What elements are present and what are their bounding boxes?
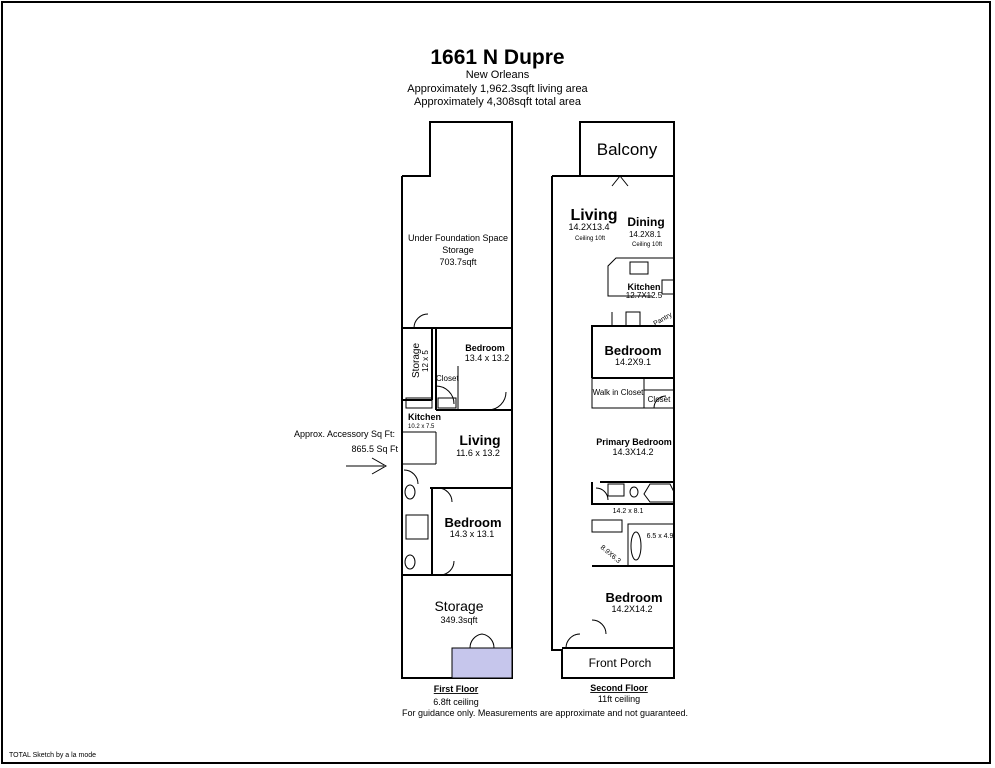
door-swing: [435, 385, 455, 405]
toilet-icon: [404, 484, 416, 500]
living-name: Living: [459, 432, 500, 448]
sf-living-name: Living: [570, 207, 617, 224]
under-foundation-name: Under Foundation Space: [408, 233, 508, 243]
storage-large-area: 349.3sqft: [440, 615, 478, 625]
city-name: New Orleans: [465, 69, 530, 81]
under-foundation-area: 703.7sqft: [439, 257, 477, 267]
door-swing: [413, 313, 429, 329]
primary-bedroom-size: 14.3X14.2: [612, 447, 653, 457]
balcony-door-swing: [611, 175, 629, 187]
closet-label: Closet: [436, 374, 459, 383]
kitchen-counter: [607, 257, 674, 297]
entry-arrow-head: [371, 457, 388, 475]
toilet-icon: [404, 554, 416, 570]
second-floor-plan: [551, 121, 675, 679]
primary-bedroom-name: Primary Bedroom: [596, 437, 672, 447]
closet-door-swing: [653, 395, 667, 409]
kitchen-stove-icon: [405, 397, 433, 409]
front-porch-name: Front Porch: [589, 656, 652, 670]
balcony-name: Balcony: [597, 140, 658, 159]
door-swing: [439, 560, 455, 576]
storage-small-size: 12 x 5: [421, 350, 430, 372]
dining-size: 14.2X8.1: [629, 230, 662, 239]
sf-bedroom-lower-size: 14.2X14.2: [611, 604, 652, 614]
second-floor-outer-wall: [551, 175, 675, 679]
door-swing: [403, 469, 419, 485]
under-foundation-type: Storage: [442, 245, 474, 255]
sf-closet-label: Closet: [648, 395, 671, 404]
total-area-text: Approximately 4,308sqft total area: [414, 96, 581, 108]
first-floor-label: First Floor: [434, 684, 479, 694]
door-swing: [487, 391, 507, 411]
bedroom-upper-size: 13.4 x 13.2: [465, 353, 510, 363]
first-floor-outer-wall: [401, 121, 513, 679]
first-floor-plan: [346, 121, 513, 679]
second-floor-ceiling: 11ft ceiling: [598, 694, 640, 704]
door-swing: [437, 487, 453, 503]
living-area-text: Approximately 1,962.3sqft living area: [407, 83, 588, 95]
shower-icon: [643, 483, 675, 503]
page-title: 1661 N Dupre: [430, 46, 565, 69]
first-floor-ceiling: 6.8ft ceiling: [433, 697, 479, 707]
french-door-icon: [451, 647, 513, 679]
walk-in-closet-outline: [591, 377, 645, 409]
kitchen-sink-icon: [629, 261, 649, 275]
door-swing: [595, 487, 609, 501]
storage-small-name: Storage: [411, 343, 422, 378]
toilet-icon: [629, 486, 639, 498]
bath-small-size: 6.5 x 4.9: [647, 533, 674, 540]
dining-ceiling: Ceiling 10ft: [632, 242, 662, 248]
living-size: 11.6 x 13.2: [456, 448, 500, 458]
kitchen-size: 10.2 x 7.5: [408, 424, 435, 430]
sf-kitchen-name: Kitchen: [627, 282, 660, 292]
bath-diag-size: 8.9X6.3: [599, 544, 622, 565]
kitchen-stove-icon: [661, 279, 675, 295]
sf-kitchen-size: 12.7X12.5: [626, 291, 663, 300]
disclaimer: For guidance only. Measurements are appr…: [402, 708, 688, 718]
kitchen-name: Kitchen: [408, 412, 441, 422]
door-swing: [565, 633, 581, 649]
bedroom-lower-name: Bedroom: [444, 515, 501, 530]
sf-bedroom-upper-name: Bedroom: [604, 343, 661, 358]
accessory-label: Approx. Accessory Sq Ft:: [294, 429, 395, 439]
wall-bedroom-upper: [591, 325, 674, 378]
door-swing: [591, 619, 607, 635]
sf-living-size: 14.2X13.4: [568, 222, 609, 232]
second-floor-label: Second Floor: [590, 683, 648, 693]
walk-in-closet-label: Walk in Closet: [593, 388, 645, 397]
dining-name: Dining: [627, 215, 664, 229]
double-vanity-icon: [591, 519, 623, 533]
primary-bath-size: 14.2 x 8.1: [613, 508, 644, 515]
wall-primary-bath: [591, 482, 674, 505]
french-door-swing: [469, 633, 495, 649]
kitchen-sink-icon: [437, 397, 457, 409]
shower-icon: [405, 514, 429, 540]
bedroom-upper-name: Bedroom: [465, 343, 505, 353]
sf-bedroom-lower-name: Bedroom: [605, 590, 662, 605]
sf-bedroom-upper-size: 14.2X9.1: [615, 357, 651, 367]
bedroom-lower-size: 14.3 x 13.1: [450, 529, 495, 539]
accessory-value: 865.5 Sq Ft: [351, 444, 398, 454]
vanity-icon: [607, 483, 625, 497]
storage-large-name: Storage: [434, 598, 483, 614]
sf-living-ceiling: Ceiling 10ft: [575, 236, 605, 242]
tub-icon: [630, 531, 642, 561]
pantry-shelf-icon: [625, 311, 641, 327]
credit-text: TOTAL Sketch by a la mode: [9, 752, 97, 759]
